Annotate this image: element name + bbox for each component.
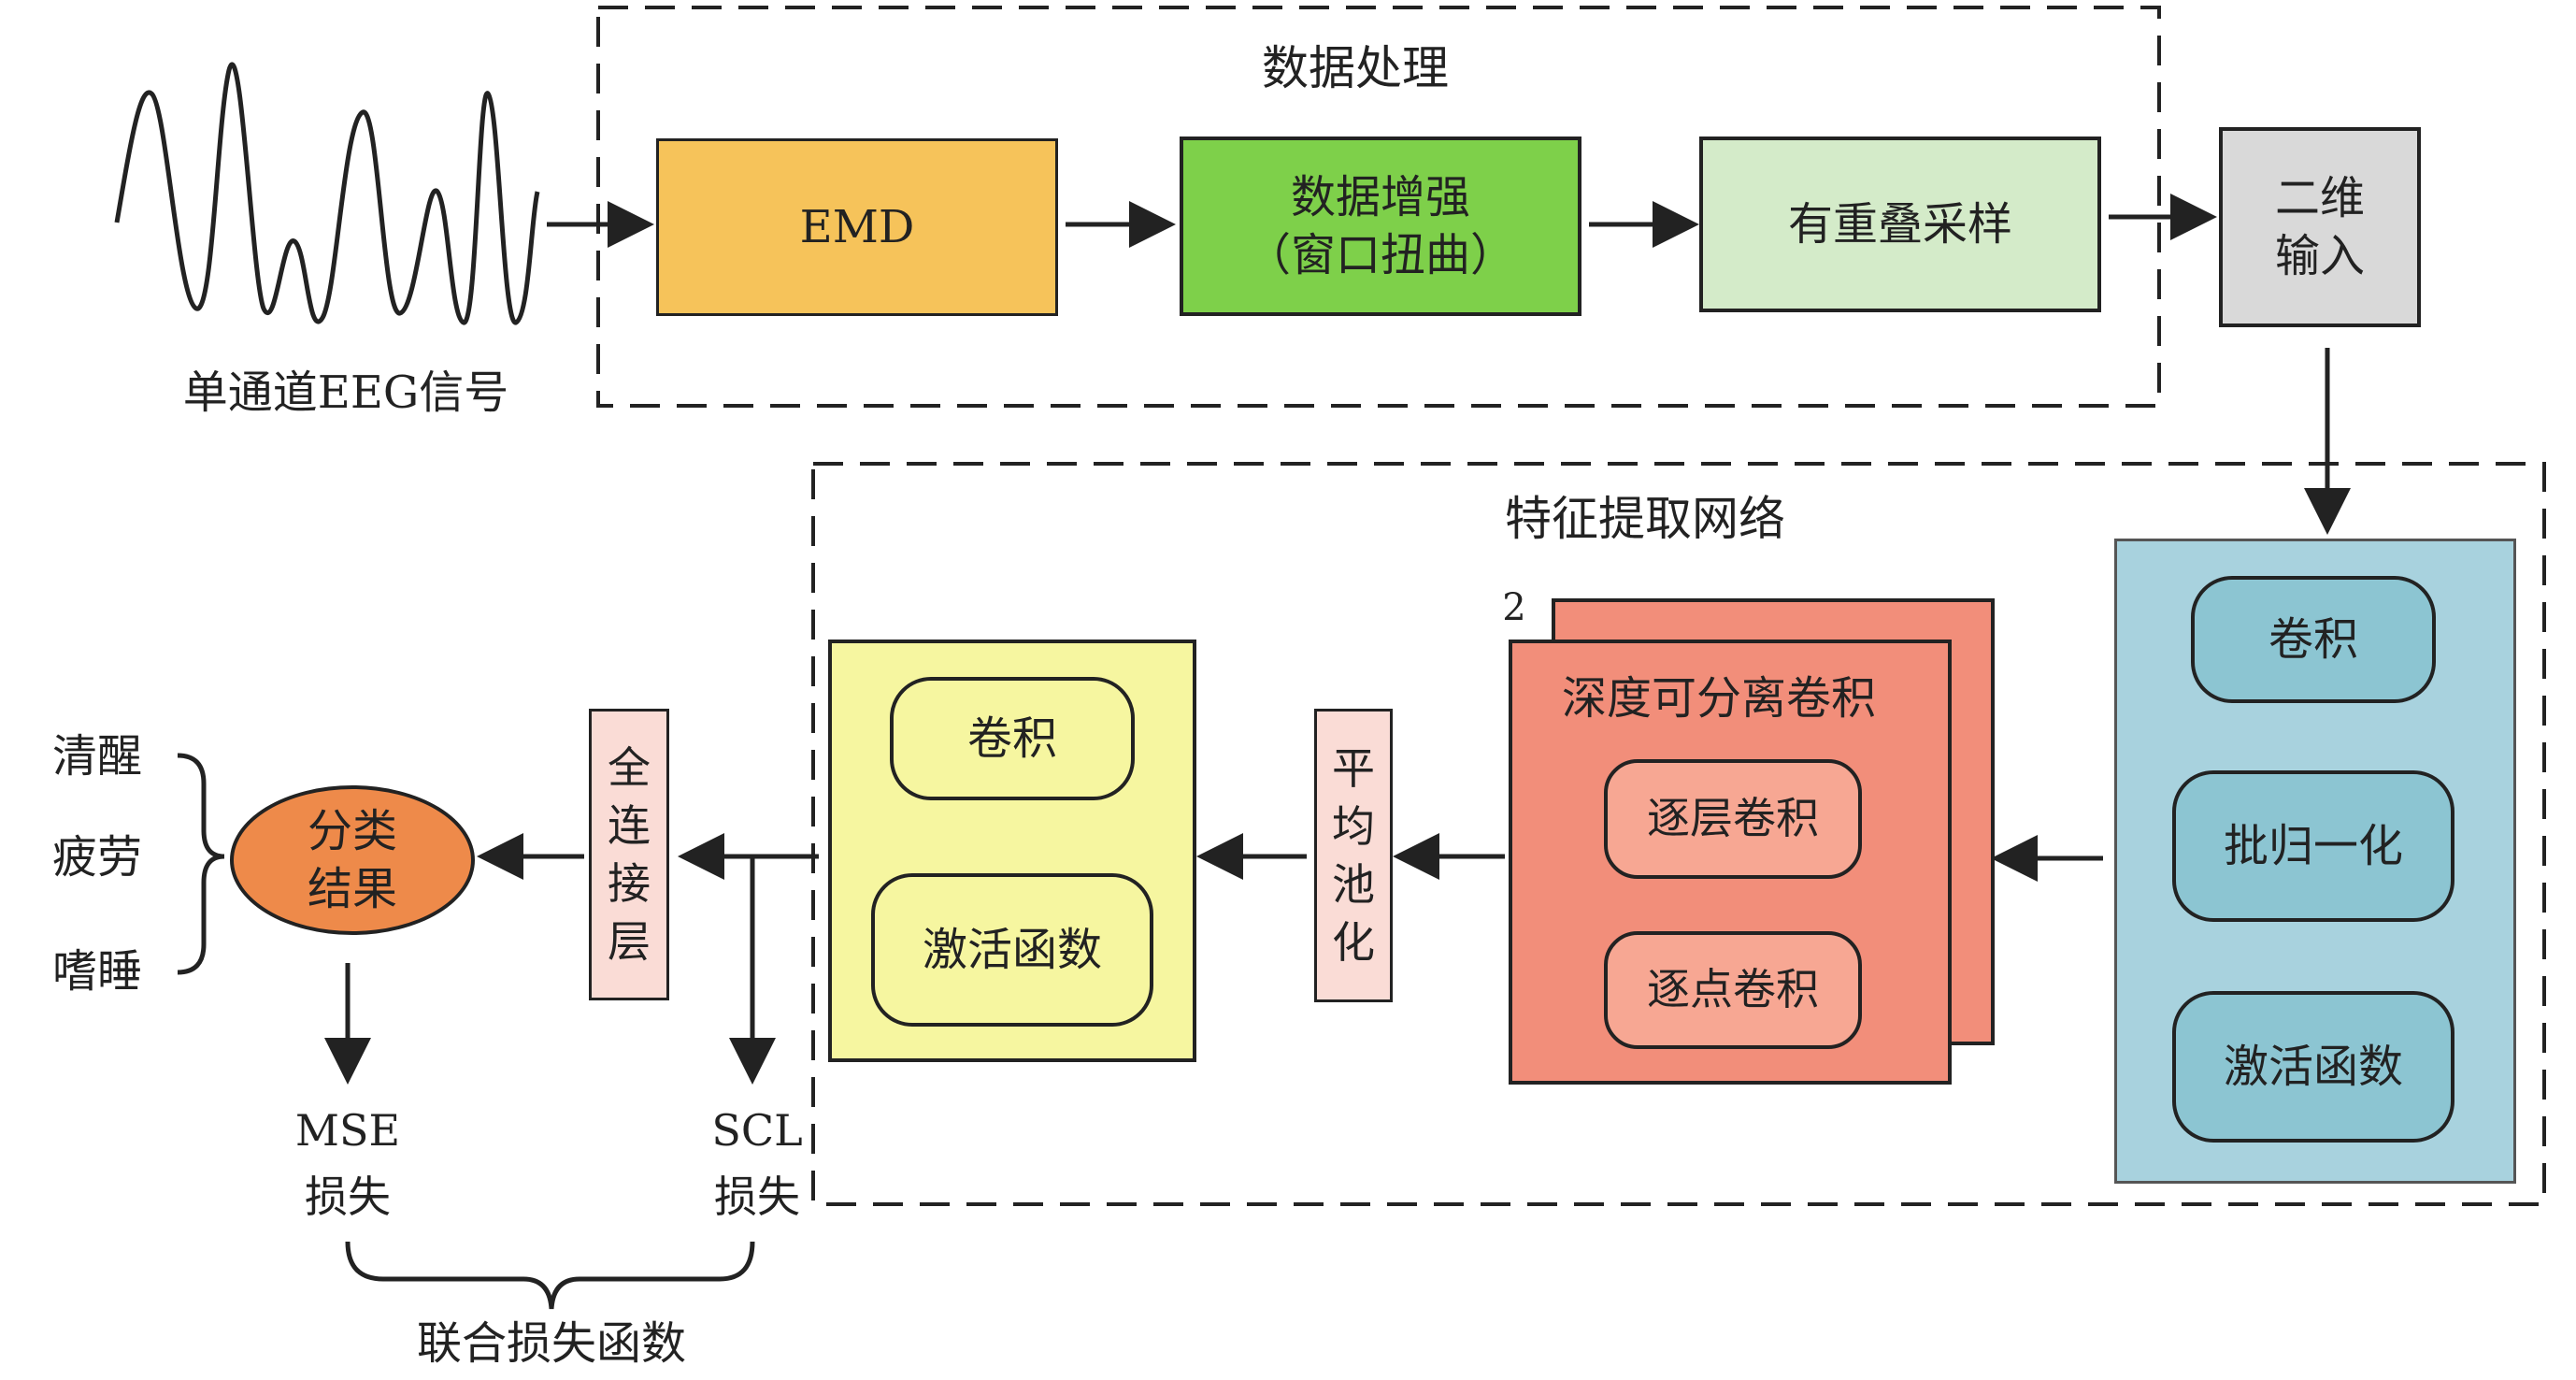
fc-char: 接 <box>608 858 651 909</box>
pool-char: 均 <box>1332 800 1375 852</box>
block1-activation: 激活函数 <box>2172 991 2454 1143</box>
data-processing-title: 数据处理 <box>1262 40 1449 95</box>
overlap-box: 有重叠采样 <box>1699 137 2101 312</box>
loss-brace <box>345 1241 755 1310</box>
mse-loss: MSE 损失 <box>294 1104 401 1222</box>
classification-result: 分类 结果 <box>230 785 475 935</box>
data-processing-frame <box>596 6 2161 408</box>
input-2d-box: 二维 输入 <box>2219 127 2421 327</box>
fully-connected-box: 全 连 接 层 <box>589 709 669 1000</box>
fc-char: 全 <box>608 741 651 793</box>
eeg-waveform-icon <box>114 62 540 325</box>
depthwise-conv: 逐层卷积 <box>1604 759 1862 879</box>
block1-conv: 卷积 <box>2191 576 2436 703</box>
fc-char: 连 <box>608 799 651 851</box>
emd-box: EMD <box>656 138 1058 316</box>
pool-char: 平 <box>1332 742 1375 794</box>
fc-char: 层 <box>608 916 651 968</box>
feature-network-frame <box>811 462 2546 1206</box>
dsconv-repeat-count: 2 <box>1502 586 1526 629</box>
class-drowsy: 嗜睡 <box>51 945 142 998</box>
pool-char: 池 <box>1332 859 1375 910</box>
block2-activation: 激活函数 <box>871 873 1153 1027</box>
scl-loss: SCL 损失 <box>711 1104 803 1222</box>
dsconv-title: 深度可分离卷积 <box>1561 672 1876 725</box>
class-fatigue: 疲劳 <box>51 831 142 884</box>
block1-batchnorm: 批归一化 <box>2172 770 2454 922</box>
class-brace <box>177 753 225 975</box>
pointwise-conv: 逐点卷积 <box>1604 931 1862 1049</box>
pool-char: 化 <box>1332 917 1375 969</box>
block2-conv: 卷积 <box>890 677 1135 800</box>
class-awake: 清醒 <box>51 730 142 783</box>
avg-pool-box: 平 均 池 化 <box>1314 709 1393 1002</box>
feature-network-title: 特征提取网络 <box>1505 491 1785 546</box>
signal-label: 单通道EEG信号 <box>182 367 509 419</box>
joint-loss: 联合损失函数 <box>416 1317 686 1370</box>
augment-box: 数据增强 （窗口扭曲） <box>1180 137 1581 316</box>
